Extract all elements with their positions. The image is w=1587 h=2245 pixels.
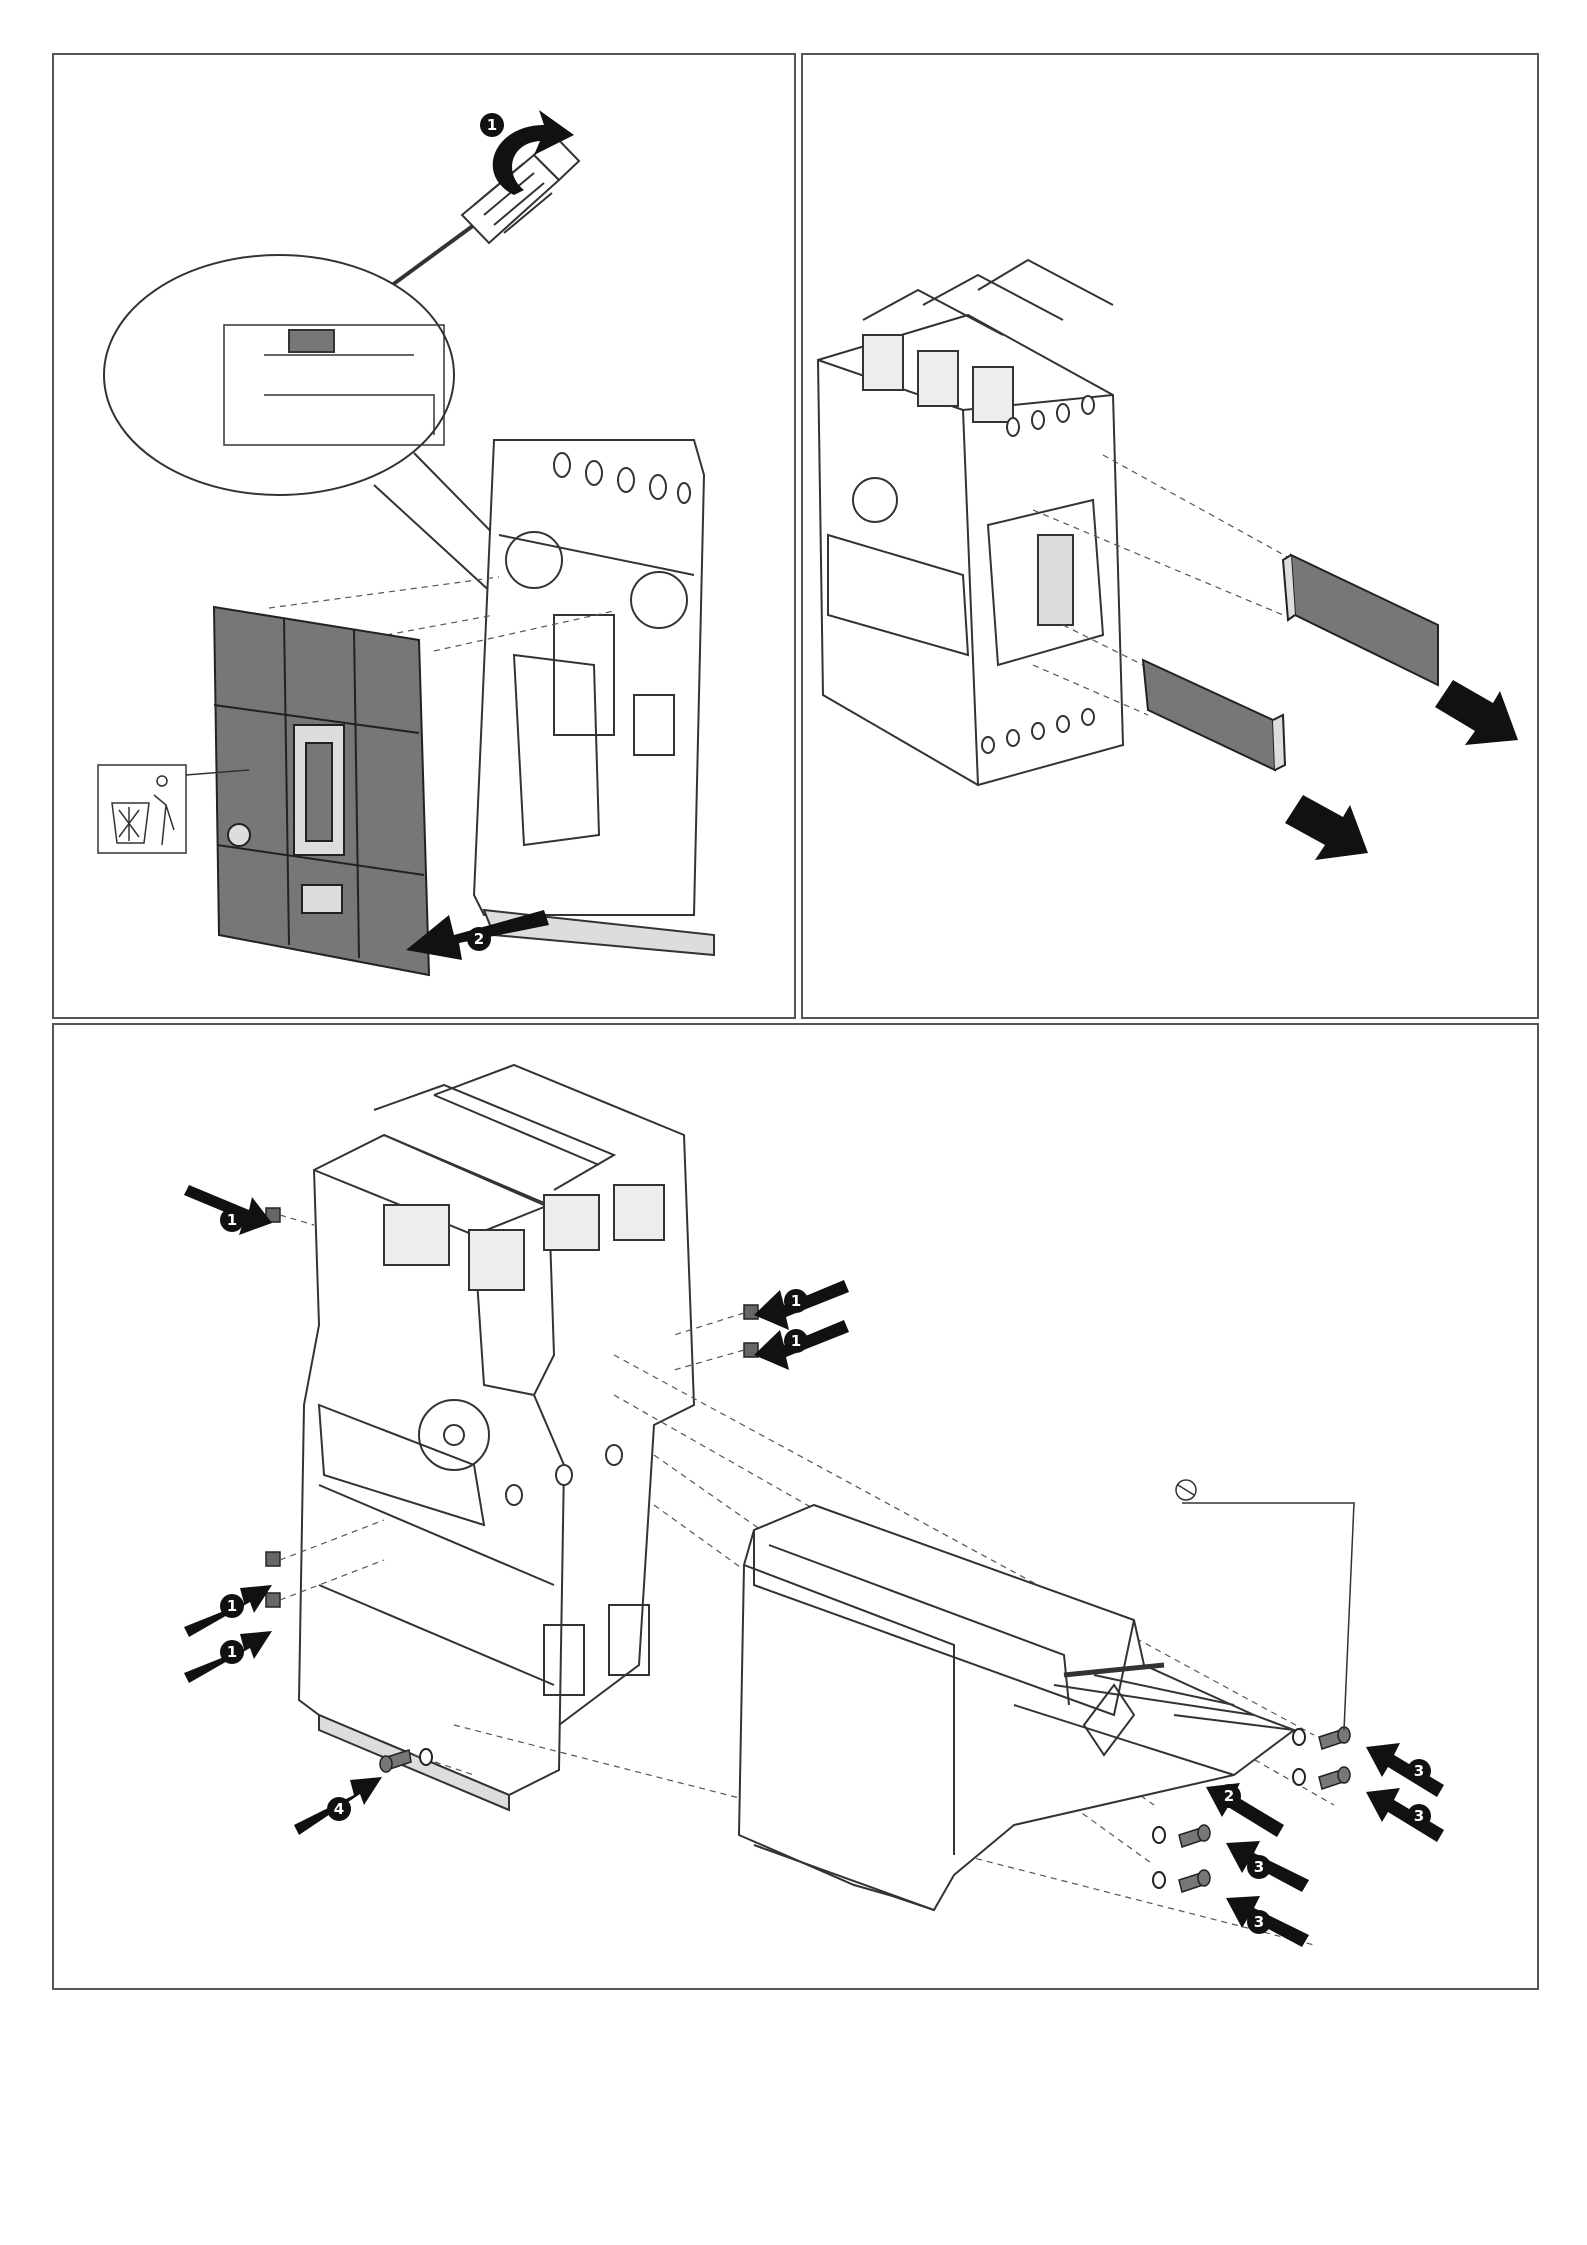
- breaker-body: [474, 440, 714, 955]
- step-number: 3: [1254, 1858, 1264, 1876]
- detail-magnifier: [104, 255, 514, 595]
- step-number: 3: [1414, 1807, 1424, 1825]
- step-number: 1: [227, 1211, 237, 1229]
- breaker-body: [818, 260, 1123, 785]
- terminal-shield-lower: [1143, 660, 1285, 770]
- step-number: 1: [791, 1292, 801, 1310]
- step-badge: 1: [480, 113, 504, 137]
- terminal-shield-upper: [1283, 555, 1438, 685]
- step-badge: 3: [1247, 1910, 1271, 1934]
- breaker-body: [299, 1065, 694, 1810]
- step-number: 4: [334, 1800, 344, 1818]
- step-number: 1: [487, 116, 497, 134]
- direction-arrow: [1285, 795, 1368, 860]
- step-badge: 4: [327, 1797, 351, 1821]
- step-badge: 2: [467, 927, 491, 951]
- step-number: 1: [791, 1332, 801, 1350]
- step-number: 3: [1254, 1913, 1264, 1931]
- step-number: 1: [227, 1643, 237, 1661]
- panel-3-drawing: 1 1 1 1 1 2 3 3 3 3 4: [54, 1025, 1539, 1990]
- panel-1-drawing: 1: [54, 55, 796, 1019]
- direction-arrow: [1435, 680, 1518, 745]
- step-badge: 3: [1407, 1759, 1431, 1783]
- front-cover: [214, 607, 429, 975]
- step-badge: 1: [784, 1329, 808, 1353]
- panel-remove-terminal-shields: [801, 53, 1539, 1019]
- panel-remove-front-cover: 1: [52, 53, 796, 1019]
- panel-2-drawing: [803, 55, 1539, 1019]
- step-number: 2: [1224, 1787, 1234, 1805]
- step-badge: 3: [1247, 1855, 1271, 1879]
- step-badge: 1: [220, 1640, 244, 1664]
- step-number: 2: [474, 930, 484, 948]
- rear-mounting-plate: [739, 1505, 1294, 1910]
- step-badge: 1: [220, 1594, 244, 1618]
- step-badge: 1: [784, 1289, 808, 1313]
- step-badge: 3: [1407, 1804, 1431, 1828]
- step-number: 1: [227, 1597, 237, 1615]
- panel-mount-rear-plate: 1 1 1 1 1 2 3 3 3 3 4: [52, 1023, 1539, 1990]
- step-badge: 1: [220, 1208, 244, 1232]
- step-number: 3: [1414, 1762, 1424, 1780]
- step-badge: 2: [1217, 1784, 1241, 1808]
